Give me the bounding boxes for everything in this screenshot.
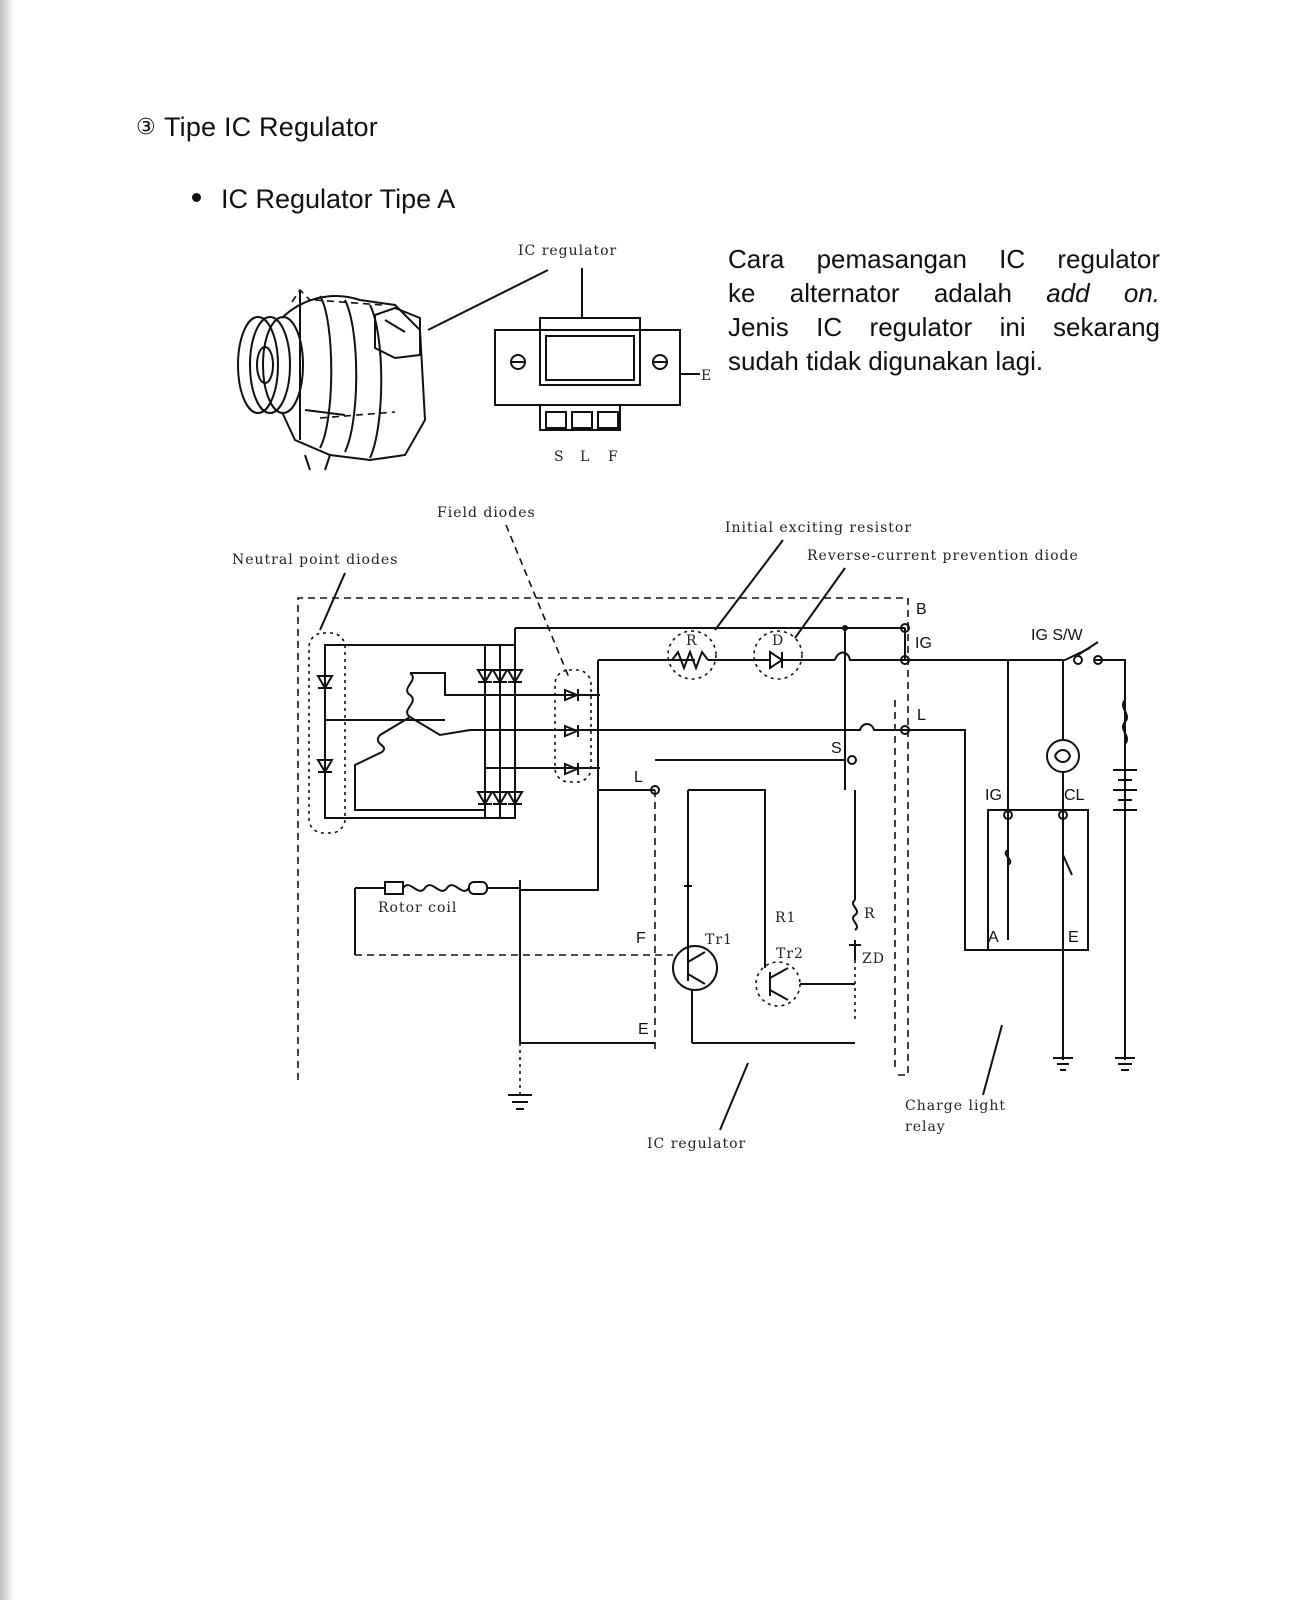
label-neutral-point-diodes: Neutral point diodes bbox=[232, 552, 398, 568]
scan-edge bbox=[0, 0, 14, 1600]
label-ic-regulator-bottom: IC regulator bbox=[647, 1136, 746, 1152]
terminal-ig-sw: IG S/W bbox=[1031, 627, 1083, 644]
section-heading: ③ Tipe IC Regulator bbox=[136, 112, 378, 143]
component-r-right: R bbox=[864, 906, 876, 922]
rotor-coil bbox=[354, 881, 520, 955]
terminal-l-inner: L bbox=[634, 769, 643, 786]
relay-terminal-a: A bbox=[988, 929, 999, 946]
label-terminal-f: F bbox=[608, 449, 619, 465]
terminal-e-lower: E bbox=[638, 1021, 649, 1038]
relay-terminal-cl: CL bbox=[1064, 787, 1085, 804]
component-r1: R1 bbox=[775, 910, 796, 926]
terminal-f: F bbox=[636, 930, 646, 947]
component-r: R bbox=[686, 633, 698, 649]
circuit-labels: Field diodes Initial exciting resistor R… bbox=[232, 505, 1079, 1152]
label-terminal-s: S bbox=[554, 449, 565, 465]
description-line-4: sudah tidak digunakan lagi. bbox=[728, 346, 1044, 376]
subsection-title: IC Regulator Tipe A bbox=[221, 184, 456, 214]
label-initial-exciting-resistor: Initial exciting resistor bbox=[725, 520, 912, 536]
alternator-boundary bbox=[297, 597, 909, 1080]
label-terminal-e: E bbox=[701, 368, 712, 384]
component-tr1: Tr1 bbox=[705, 932, 733, 948]
label-charge-light: Charge light bbox=[905, 1098, 1006, 1114]
ic-regulator-internals bbox=[355, 700, 896, 1110]
label-rotor-coil: Rotor coil bbox=[378, 900, 457, 916]
terminal-b: B bbox=[916, 601, 927, 618]
charge-light-relay bbox=[987, 641, 1137, 1071]
circuit-terminal-labels: B IG L S L F E IG S/W IG CL A E R D Tr1 … bbox=[634, 601, 1085, 1038]
section-marker: ③ bbox=[136, 115, 156, 140]
field-diodes bbox=[564, 688, 580, 776]
label-ic-regulator-top: IC regulator bbox=[518, 243, 617, 259]
ic-regulator-module bbox=[427, 268, 700, 431]
label-terminal-l: L bbox=[580, 449, 590, 465]
terminal-ig: IG bbox=[915, 635, 932, 652]
relay-terminal-e: E bbox=[1068, 929, 1079, 946]
description-line-1: Cara pemasangan IC regulator bbox=[728, 244, 1160, 274]
description-paragraph: Cara pemasangan IC regulator ke alternat… bbox=[728, 242, 1160, 378]
description-line-3: Jenis IC regulator ini sekarang bbox=[728, 312, 1160, 342]
description-line-2-italic: add on. bbox=[1046, 278, 1161, 308]
component-zd: ZD bbox=[862, 951, 885, 967]
subsection-heading: IC Regulator Tipe A bbox=[192, 184, 455, 215]
label-relay: relay bbox=[905, 1119, 946, 1135]
component-tr2: Tr2 bbox=[776, 946, 804, 962]
pointer-lines bbox=[319, 524, 1003, 1131]
component-d: D bbox=[772, 633, 784, 649]
rectifier-bridge bbox=[316, 627, 905, 819]
terminal-s: S bbox=[831, 740, 842, 757]
neutral-diode-group bbox=[308, 632, 346, 834]
alternator-illustration bbox=[237, 288, 427, 471]
description-line-2-prefix: ke alternator adalah bbox=[728, 278, 1047, 308]
relay-terminal-ig: IG bbox=[985, 787, 1002, 804]
terminal-l-right: L bbox=[917, 707, 926, 724]
field-diode-group bbox=[554, 669, 592, 783]
label-field-diodes: Field diodes bbox=[437, 505, 536, 521]
section-title: Tipe IC Regulator bbox=[163, 112, 378, 142]
bullet-icon bbox=[192, 193, 201, 202]
label-reverse-current-diode: Reverse-current prevention diode bbox=[807, 548, 1079, 564]
terminal-dots bbox=[650, 623, 910, 795]
output-lines bbox=[598, 628, 1126, 1060]
